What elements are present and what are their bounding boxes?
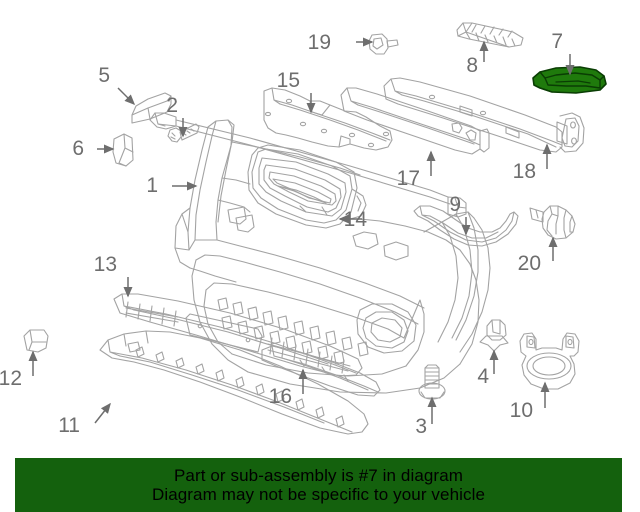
part-7-highlighted-bracket xyxy=(532,66,607,94)
part-10-fog-lamp-retainer xyxy=(519,332,580,390)
info-banner: Part or sub-assembly is #7 in diagram Di… xyxy=(15,458,622,512)
line-art-group xyxy=(23,22,607,435)
part-13-lower-grille-insert xyxy=(113,293,363,377)
part-20-retainer-plug xyxy=(529,205,576,240)
callout-label-7: 7 xyxy=(551,30,563,53)
callout-label-9: 9 xyxy=(449,193,461,216)
part-18-bumper-reinforcement xyxy=(383,77,585,153)
callout-label-19: 19 xyxy=(308,31,331,54)
part-3-bolt xyxy=(418,364,446,400)
part-16-lower-molding xyxy=(261,345,381,397)
part-8-energy-absorber xyxy=(456,22,524,48)
part-12-clip xyxy=(23,329,49,353)
callout-label-4: 4 xyxy=(477,365,489,388)
part-5-trim-strip xyxy=(131,92,172,124)
part-17-lower-reinforcement xyxy=(340,87,490,155)
callout-leader-11 xyxy=(94,402,111,424)
part-11-lower-grille-frame xyxy=(99,330,369,435)
callout-label-13: 13 xyxy=(94,253,117,276)
banner-line-2: Diagram may not be specific to your vehi… xyxy=(151,485,486,504)
part-15-upper-shield xyxy=(263,87,393,151)
callout-label-5: 5 xyxy=(98,64,110,87)
callout-label-14: 14 xyxy=(344,208,368,231)
callout-label-2: 2 xyxy=(166,94,178,117)
callout-label-10: 10 xyxy=(510,399,533,422)
callout-label-18: 18 xyxy=(513,160,536,183)
callout-label-11: 11 xyxy=(58,414,80,437)
callout-label-8: 8 xyxy=(466,54,478,77)
callout-label-17: 17 xyxy=(397,167,420,190)
callout-label-6: 6 xyxy=(72,137,84,160)
part-4-clip xyxy=(479,319,509,352)
part-9-molding xyxy=(413,205,519,247)
callout-label-1: 1 xyxy=(146,174,158,197)
callout-leader-5 xyxy=(117,87,136,106)
banner-line-1: Part or sub-assembly is #7 in diagram xyxy=(173,465,464,485)
callout-label-15: 15 xyxy=(277,69,300,92)
callout-label-3: 3 xyxy=(415,415,427,438)
part-6-clip xyxy=(112,133,134,167)
callout-label-12: 12 xyxy=(0,367,22,390)
callout-label-20: 20 xyxy=(518,252,541,275)
callout-label-16: 16 xyxy=(269,385,292,408)
part-19-bolt xyxy=(368,33,399,55)
